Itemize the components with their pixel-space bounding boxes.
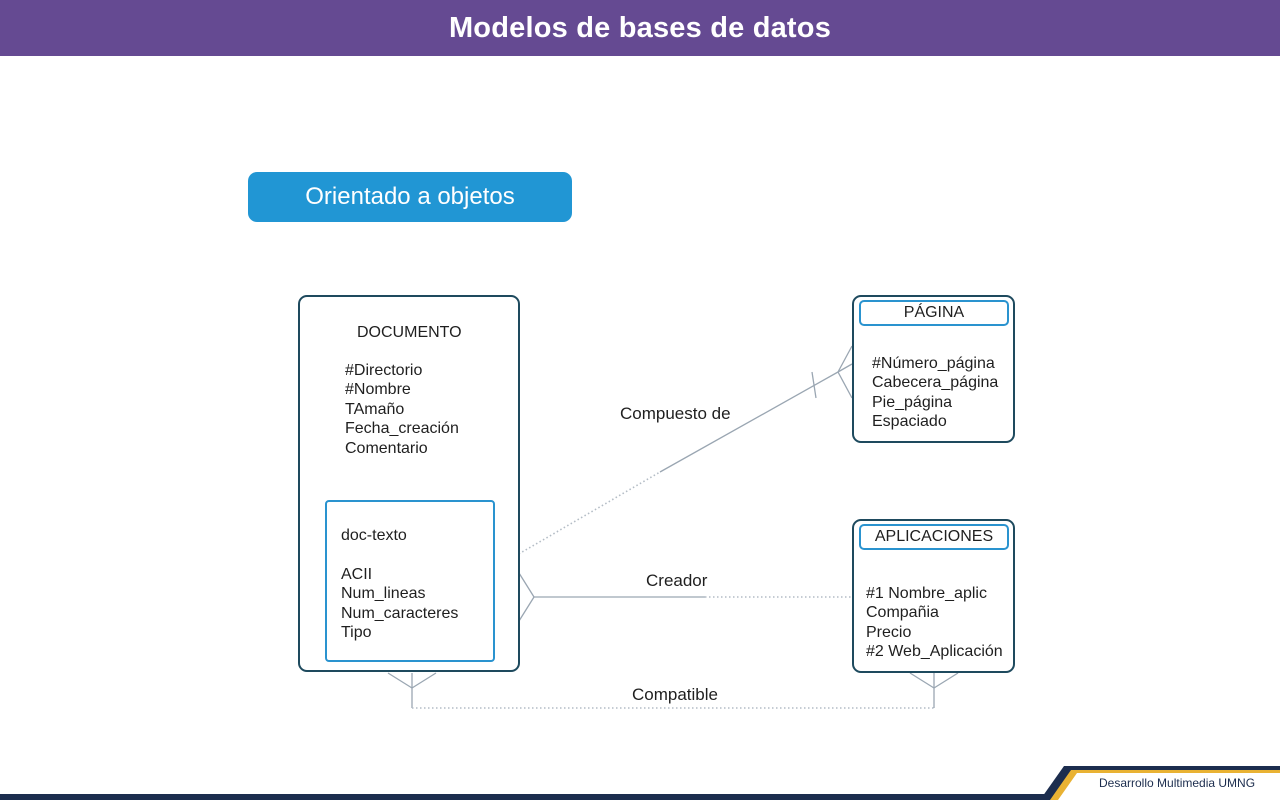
link-compuesto-solid [659, 371, 839, 473]
link-compuesto-crow-top [837, 345, 853, 373]
link-compuesto-crow-mid [837, 363, 853, 373]
attribute: Cabecera_página [872, 374, 999, 392]
rel-label-compatible: Compatible [632, 685, 718, 704]
entity-pagina-attributes: #Número_página Cabecera_página Pie_págin… [872, 354, 998, 432]
attribute: Espaciado [872, 413, 947, 431]
footer-credit: Desarrollo Multimedia UMNG [1099, 776, 1256, 790]
link-compatible-left-crow-a [387, 672, 413, 689]
attribute: Pie_página [872, 393, 953, 411]
section-label: Orientado a objetos [248, 172, 572, 222]
entity-doc-texto-title: doc-texto [341, 527, 407, 544]
entity-documento-attributes: #Directorio #Nombre TAmaño Fecha_creació… [345, 361, 459, 458]
rel-label-creador: Creador [646, 571, 708, 590]
link-compatible-right-crow-b [933, 672, 959, 689]
link-creador-crow-bot [518, 596, 535, 622]
attribute: #1 Nombre_aplic [866, 585, 987, 602]
page-title: Modelos de bases de datos [448, 11, 832, 44]
entity-aplicaciones-title: APLICACIONES [859, 524, 1009, 550]
link-compuesto-crow-bot [837, 371, 853, 399]
attribute: #Nombre [345, 381, 411, 399]
header-bar: Modelos de bases de datos [0, 0, 1280, 56]
attribute: Num_lineas [341, 585, 426, 603]
entity-pagina-title: PÁGINA [859, 300, 1009, 326]
attribute: #Directorio [345, 362, 423, 379]
link-compuesto-dotted [497, 471, 661, 567]
entity-doc-texto[interactable]: doc-texto ACII Num_lineas Num_caracteres… [325, 500, 495, 662]
attribute: Num_caracteres [341, 604, 459, 622]
attribute: Tipo [341, 624, 372, 642]
attribute: #Número_página [872, 355, 995, 372]
attribute: Fecha_creación [345, 420, 459, 438]
attribute: ACII [341, 566, 373, 583]
attribute: TAmaño [345, 400, 405, 418]
attribute: Precio [866, 623, 912, 641]
entity-doc-texto-attributes: ACII Num_lineas Num_caracteres Tipo [341, 565, 458, 643]
entity-pagina[interactable]: PÁGINA #Número_página Cabecera_página Pi… [852, 295, 1015, 443]
link-compuesto-bar [811, 371, 817, 399]
link-creador-crow-top [518, 572, 535, 598]
attribute: Comentario [345, 439, 428, 457]
entity-aplicaciones-attributes: #1 Nombre_aplic Compañia Precio #2 Web_A… [866, 584, 1003, 662]
entity-documento-title: DOCUMENTO [357, 324, 462, 341]
entity-aplicaciones[interactable]: APLICACIONES #1 Nombre_aplic Compañia Pr… [852, 519, 1015, 673]
attribute: #2 Web_Aplicación [866, 643, 1003, 661]
footer-band [0, 794, 1280, 800]
footer-tag-shape [1040, 766, 1280, 800]
link-compatible-left-crow-b [411, 672, 437, 689]
rel-label-compuesto-de: Compuesto de [620, 404, 731, 423]
link-compatible-right-crow-a [909, 672, 935, 689]
attribute: Compañia [866, 604, 939, 622]
entity-documento[interactable]: DOCUMENTO #Directorio #Nombre TAmaño Fec… [298, 295, 520, 672]
